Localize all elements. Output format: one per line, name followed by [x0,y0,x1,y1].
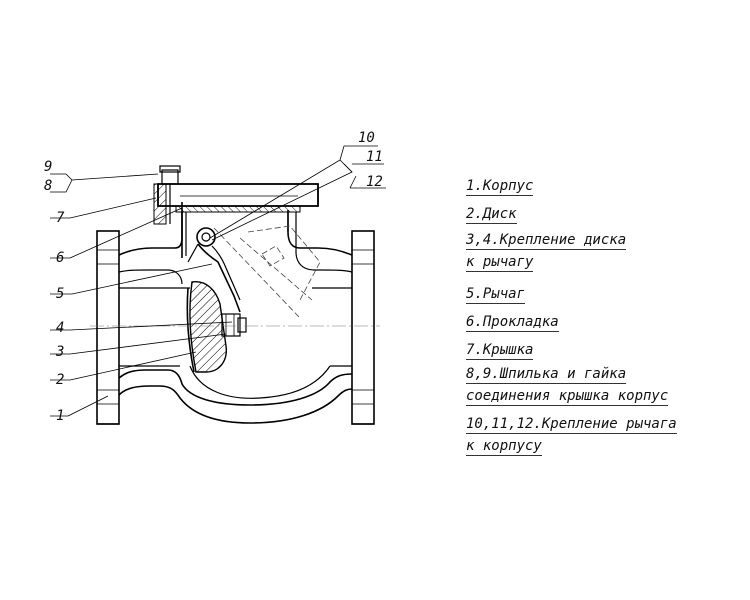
leader-lines [50,145,386,417]
callout-12: 12 [366,174,383,190]
callout-10: 10 [358,130,375,146]
legend-item-cover: 7.Крышка [466,342,534,360]
callout-9: 9 [44,159,52,175]
legend-item-body: 1.Корпус [466,178,534,196]
callout-7: 7 [56,210,65,226]
callout-4: 4 [56,320,64,336]
legend-item-stud-nut-cont: соединения крышка корпус [466,388,669,406]
callout-1: 1 [56,408,64,424]
lever [187,227,241,313]
legend-item-lever-fastening: 10,11,12.Крепление рычага [466,416,677,434]
legend-item-lever: 5.Рычаг [466,286,526,304]
callout-2: 2 [56,372,64,388]
disc-open-phantom [213,225,321,319]
callout-3: 3 [55,344,64,360]
legend-item-disc-fastening-cont: к рычагу [466,254,534,272]
stud-and-nut [153,165,181,225]
legend-item-lever-fastening-cont: к корпусу [466,438,542,456]
valve-body [96,188,375,425]
legend-item-gasket: 6.Прокладка [466,314,559,332]
legend-item-disc-fastening: 3,4.Крепление диска [466,232,627,250]
callout-8: 8 [44,178,52,194]
legend-item-disc: 2.Диск [466,206,517,224]
callout-11: 11 [366,149,383,165]
callout-6: 6 [56,250,64,266]
callout-5: 5 [56,286,64,302]
legend-item-stud-nut: 8,9.Шпилька и гайка [466,366,627,384]
disc [186,281,227,373]
disc-fastener [221,313,247,337]
